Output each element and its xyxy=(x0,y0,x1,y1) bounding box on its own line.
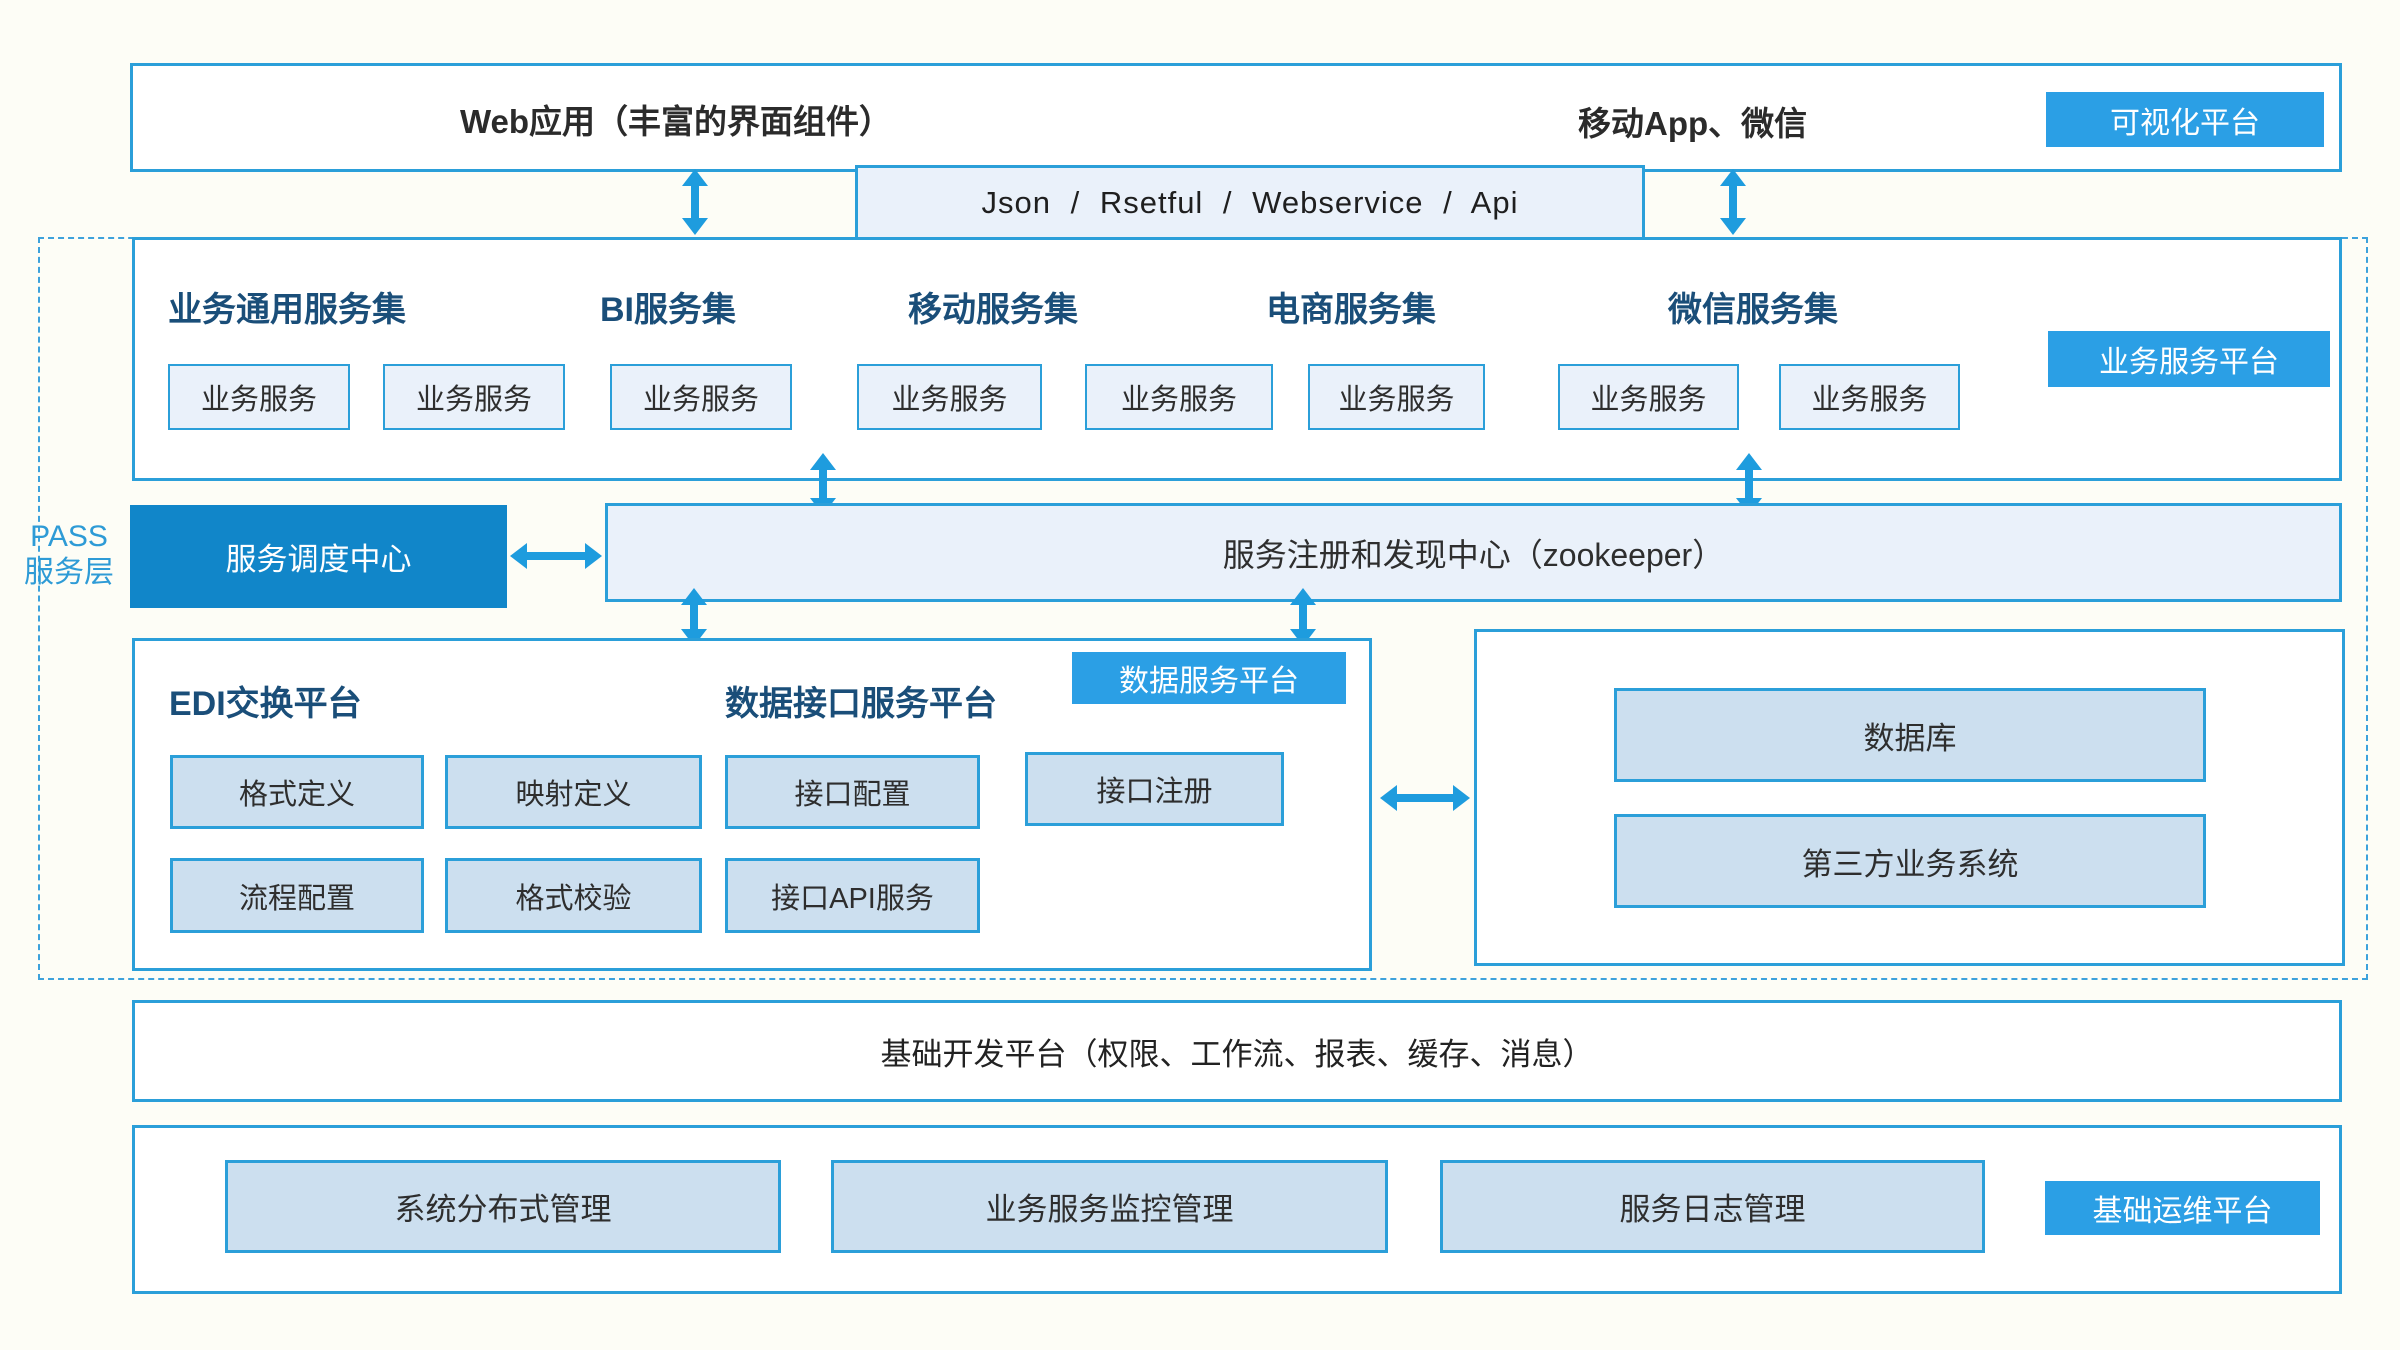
ops-box: 业务服务监控管理 xyxy=(831,1160,1388,1253)
double-arrow-registry-edi xyxy=(681,588,707,646)
third-party-system-box: 第三方业务系统 xyxy=(1614,814,2206,908)
visualization-platform-badge: 可视化平台 xyxy=(2046,92,2324,147)
ops-box: 系统分布式管理 xyxy=(225,1160,781,1253)
double-arrow-services-registry-left xyxy=(810,453,836,515)
pass-layer-label-line2: 服务层 xyxy=(24,556,114,589)
mobile-app-title: 移动App、微信 xyxy=(1578,105,1808,142)
edi-platform-title: EDI交换平台 xyxy=(169,685,362,723)
edi-box: 接口注册 xyxy=(1025,752,1284,826)
edi-box: 格式校验 xyxy=(445,858,702,933)
double-arrow-scheduler-registry xyxy=(510,543,602,569)
edi-box: 格式定义 xyxy=(170,755,424,829)
service-box: 业务服务 xyxy=(610,364,792,430)
data-interface-platform-title: 数据接口服务平台 xyxy=(725,685,997,723)
base-dev-platform-band: 基础开发平台（权限、工作流、报表、缓存、消息） xyxy=(132,1000,2342,1102)
base-ops-platform-badge: 基础运维平台 xyxy=(2045,1181,2320,1235)
group-title-bi: BI服务集 xyxy=(600,291,736,329)
group-title-ecommerce: 电商服务集 xyxy=(1266,291,1436,329)
edi-box: 流程配置 xyxy=(170,858,424,933)
database-box: 数据库 xyxy=(1614,688,2206,782)
data-service-platform-badge: 数据服务平台 xyxy=(1072,652,1346,704)
service-box: 业务服务 xyxy=(1085,364,1273,430)
double-arrow-web-services xyxy=(682,169,708,235)
service-registry-box: 服务注册和发现中心（zookeeper） xyxy=(605,503,2342,602)
business-service-platform xyxy=(132,237,2342,481)
service-scheduler-box: 服务调度中心 xyxy=(130,505,507,608)
service-box: 业务服务 xyxy=(383,364,565,430)
group-title-common: 业务通用服务集 xyxy=(168,291,406,329)
group-title-mobile: 移动服务集 xyxy=(908,291,1078,329)
service-box: 业务服务 xyxy=(1308,364,1485,430)
edi-box: 映射定义 xyxy=(445,755,702,829)
group-title-wechat: 微信服务集 xyxy=(1668,291,1838,329)
edi-box: 接口API服务 xyxy=(725,858,980,933)
pass-layer-label: PASS 服务层 xyxy=(8,519,130,591)
service-box: 业务服务 xyxy=(857,364,1042,430)
service-box: 业务服务 xyxy=(1558,364,1739,430)
double-arrow-services-registry-right xyxy=(1736,453,1762,515)
edi-box: 接口配置 xyxy=(725,755,980,829)
service-box: 业务服务 xyxy=(1779,364,1960,430)
double-arrow-registry-dataservice xyxy=(1290,588,1316,646)
double-arrow-edi-external xyxy=(1380,785,1470,811)
business-service-platform-badge: 业务服务平台 xyxy=(2048,331,2330,387)
double-arrow-mobile-services xyxy=(1720,169,1746,235)
external-systems-panel xyxy=(1474,629,2345,966)
service-box: 业务服务 xyxy=(168,364,350,430)
pass-layer-label-line1: PASS xyxy=(30,520,108,553)
web-app-title: Web应用（丰富的界面组件） xyxy=(460,103,893,140)
api-protocol-bar: Json / Rsetful / Webservice / Api xyxy=(855,165,1645,241)
ops-box: 服务日志管理 xyxy=(1440,1160,1985,1253)
